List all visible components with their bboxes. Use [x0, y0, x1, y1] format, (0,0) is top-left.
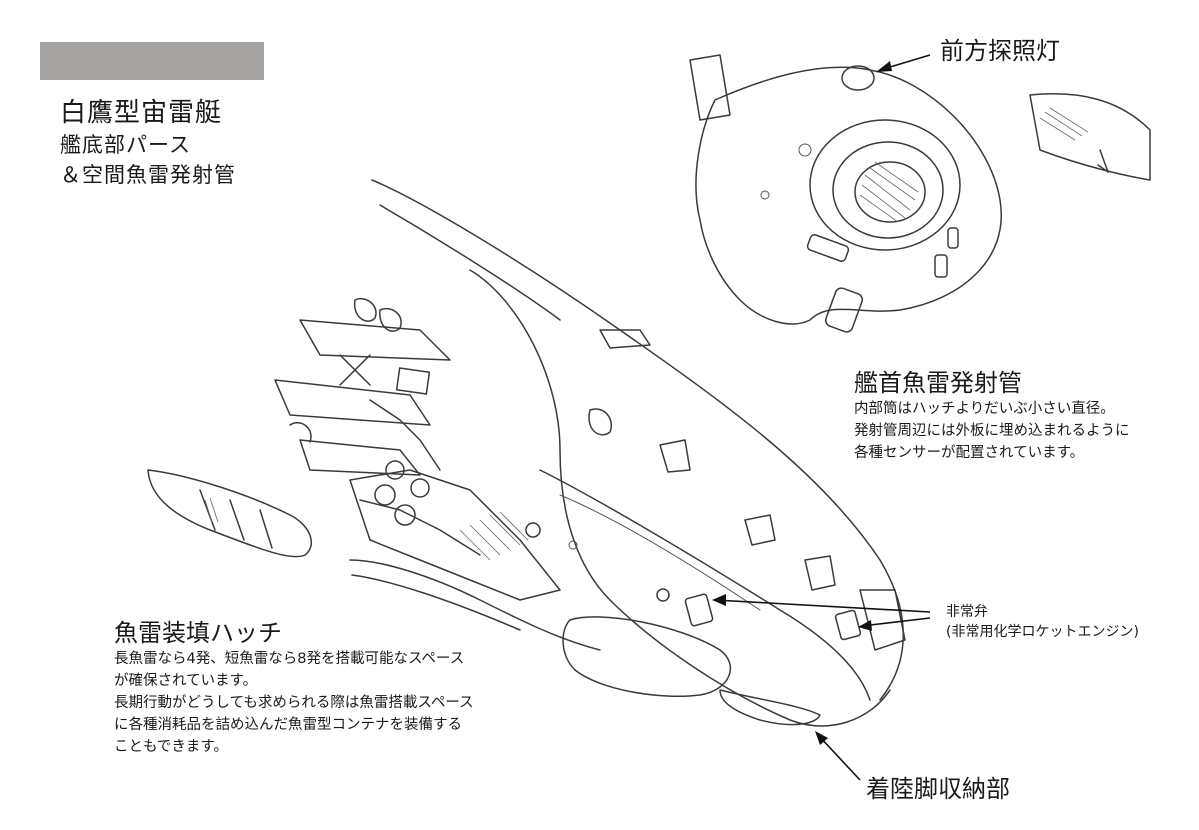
- page-title: 白鷹型宙雷艇: [60, 98, 223, 128]
- torpedo-hatch-heading: 魚雷装填ハッチ: [114, 619, 282, 647]
- torpedo-hatch-callout: 魚雷装填ハッチ 長魚雷なら4発、短魚雷なら8発を搭載可能なスペース が確保されて…: [114, 618, 474, 758]
- emergency-valve-line-2: (非常用化学ロケットエンジン): [946, 624, 1139, 640]
- bow-tube-line-3: 各種センサーが配置されています。: [854, 445, 1085, 461]
- searchlight-label: 前方探照灯: [940, 37, 1060, 65]
- torpedo-hatch-line-1: 長魚雷なら4発、短魚雷なら8発を搭載可能なスペース: [114, 651, 465, 667]
- torpedo-hatch-line-4: に各種消耗品を詰め込んだ魚雷型コンテナを装備する: [114, 717, 462, 733]
- landing-gear-label: 着陸脚収納部: [866, 775, 1010, 803]
- bow-tube-line-2: 発射管周辺には外板に埋め込まれるように: [854, 423, 1130, 439]
- page-subtitle-1: 艦底部パース: [60, 133, 191, 157]
- bow-tube-heading: 艦首魚雷発射管: [854, 369, 1022, 397]
- torpedo-hatch-line-2: が確保されています。: [114, 673, 258, 689]
- bow-tube-callout: 艦首魚雷発射管 内部筒はハッチよりだいぶ小さい直径。 発射管周辺には外板に埋め込…: [854, 368, 1130, 464]
- torpedo-bay: [274, 298, 561, 601]
- emergency-valve-callout: 非常弁 (非常用化学ロケットエンジン): [946, 602, 1139, 642]
- page-subtitle-2: ＆空間魚雷発射管: [60, 163, 236, 187]
- torpedo-hatch-line-3: 長期行動がどうしても求められる際は魚雷搭載スペース: [114, 695, 474, 711]
- bow-tube-inset: [689, 54, 1151, 333]
- emergency-valve-line-1: 非常弁: [946, 604, 988, 620]
- title-block: 白鷹型宙雷艇 艦底部パース ＆空間魚雷発射管: [60, 96, 236, 190]
- header-bar: [40, 42, 264, 80]
- torpedo: [147, 469, 312, 558]
- bow-tube-line-1: 内部筒はハッチよりだいぶ小さい直径。: [854, 401, 1115, 417]
- callout-arrows: [712, 54, 931, 781]
- torpedo-hatch-line-5: こともできます。: [114, 739, 228, 755]
